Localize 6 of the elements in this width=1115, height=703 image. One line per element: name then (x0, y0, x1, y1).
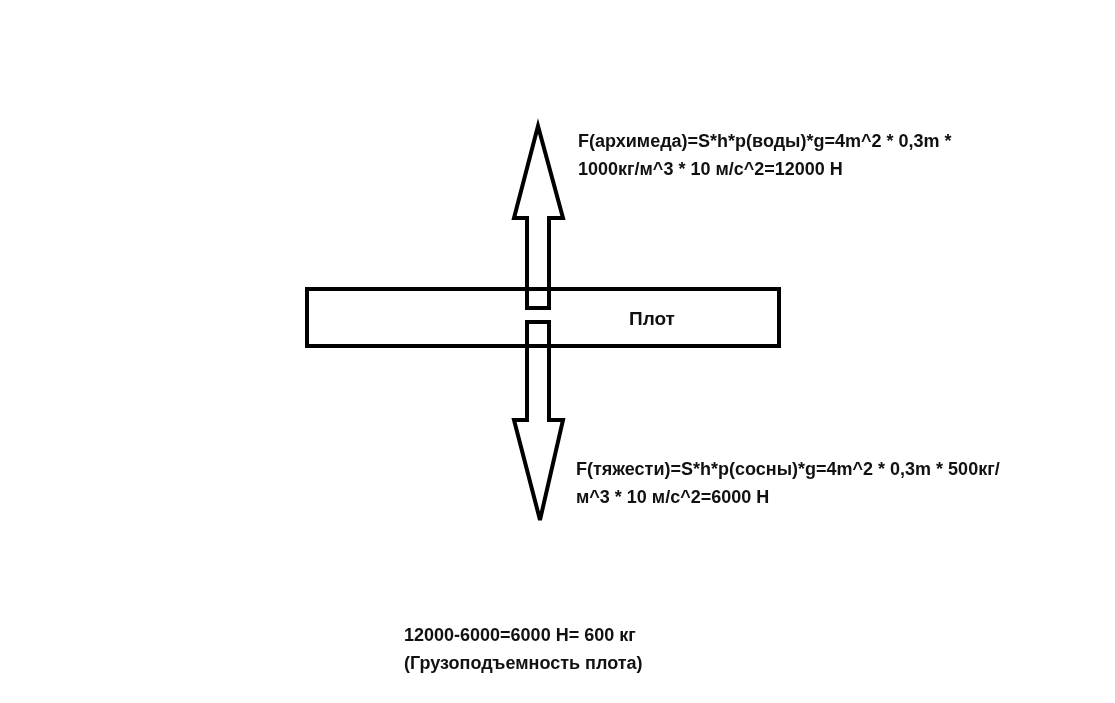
raft-rectangle (305, 287, 781, 348)
result-note: (Грузоподъемность плота) (404, 652, 644, 675)
force-formula: F(архимеда)=S*h*p(воды)*g=4m^2 * 0,3m * 1000кг/м^3 * 10 м/с^2=12000 Н (578, 130, 953, 181)
force-formula: F(тяжести)=S*h*p(сосны)*g=4m^2 * 0,3m * 500кг/м^3 * 10 м/с^2=6000 Н (576, 458, 1001, 509)
raft-label: Плот (629, 308, 675, 330)
result-text: 12000-6000=6000 Н= 600 кг (404, 624, 637, 647)
